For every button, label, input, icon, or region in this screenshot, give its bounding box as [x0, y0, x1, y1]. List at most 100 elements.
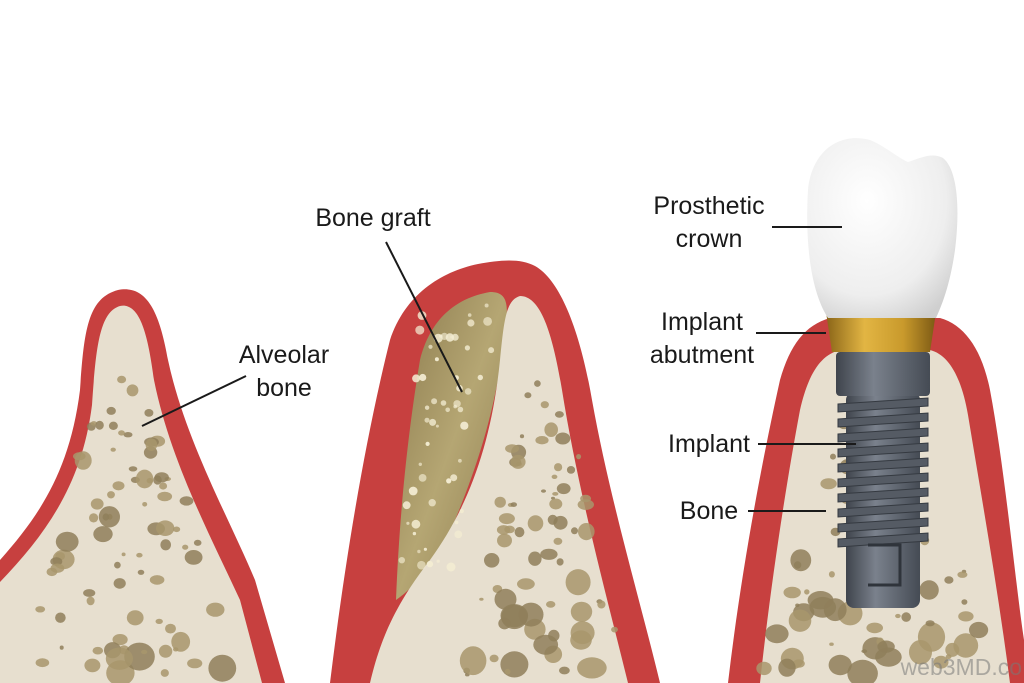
- bone-pore: [110, 447, 116, 452]
- bone-pore: [500, 651, 529, 678]
- bone-pore: [95, 420, 104, 430]
- bone-pore: [35, 658, 50, 668]
- bone-pore: [90, 498, 104, 510]
- graft-granule: [406, 521, 410, 525]
- bone-pore: [193, 539, 202, 546]
- bone-pore: [829, 642, 834, 646]
- label-line: abutment: [649, 341, 755, 369]
- bone-pore: [124, 642, 155, 671]
- bone-pore: [795, 603, 800, 608]
- bone-pore: [945, 654, 952, 660]
- bone-pore: [783, 586, 801, 599]
- bone-pore: [556, 558, 564, 566]
- bone-pore: [498, 513, 515, 525]
- graft-granule: [428, 499, 436, 507]
- graft-granule: [464, 345, 470, 351]
- bone-pore: [790, 549, 812, 572]
- bone-pore: [895, 613, 901, 619]
- bone-pore: [160, 669, 169, 677]
- bone-pore: [154, 472, 169, 483]
- bone-pore: [828, 571, 835, 578]
- graft-granule: [467, 313, 472, 317]
- leader-alveolar-bone: [141, 375, 247, 427]
- bone-pore: [792, 659, 805, 668]
- graft-granule: [431, 398, 438, 405]
- implant-thread: [837, 517, 929, 533]
- bone-pore: [555, 432, 571, 445]
- graft-granule: [424, 405, 430, 410]
- bone-pore: [160, 539, 171, 551]
- bone-pore: [828, 654, 852, 676]
- bone-pore: [517, 578, 535, 590]
- bone-tissue: [370, 296, 628, 683]
- bone-pore: [107, 491, 115, 499]
- graft-granule: [477, 374, 483, 381]
- bone-pore: [611, 626, 618, 633]
- bone-pore: [514, 527, 525, 538]
- bone-pore: [559, 666, 570, 675]
- bone-pore: [59, 645, 64, 650]
- bone-pore: [86, 596, 95, 606]
- implant-thread: [837, 397, 929, 413]
- label-line: Alveolar: [238, 341, 330, 369]
- bone-pore: [136, 552, 143, 558]
- bone-pore: [553, 537, 563, 545]
- bone-pore: [50, 563, 65, 573]
- prosthetic-crown: [807, 138, 958, 318]
- implant-apex-slot: [868, 543, 902, 587]
- bone-pore: [901, 612, 911, 622]
- graft-granule: [408, 486, 418, 496]
- bone-pore: [105, 647, 133, 670]
- implant-thread: [837, 427, 929, 443]
- bone-pore: [497, 533, 512, 548]
- bone-pore: [206, 602, 225, 617]
- bone-pore: [847, 659, 878, 683]
- bone-pore: [510, 454, 526, 469]
- bone-pore: [571, 527, 578, 535]
- graft-granule: [418, 474, 427, 482]
- bone-pore: [953, 633, 979, 658]
- bone-pore: [969, 621, 989, 639]
- graft-granule: [464, 388, 472, 395]
- graft-granule: [398, 557, 405, 564]
- label-bone: Bone: [668, 495, 750, 528]
- graft-granule: [434, 357, 439, 362]
- bone-pore: [83, 589, 96, 597]
- implant-collar: [836, 352, 930, 396]
- bone-pore: [489, 654, 499, 663]
- bone-pore: [540, 548, 558, 560]
- graft-granule: [415, 325, 425, 335]
- bone-pore: [524, 392, 532, 399]
- bone-pore: [184, 550, 203, 565]
- graft-granule: [402, 501, 411, 510]
- bone-pore: [98, 506, 120, 528]
- bone-pore: [126, 384, 139, 397]
- graft-granule: [484, 303, 489, 308]
- label-line: Prosthetic: [653, 192, 765, 220]
- implant-threads: [837, 397, 929, 548]
- bone-pore: [875, 647, 902, 667]
- graft-granule: [445, 333, 455, 342]
- bone-pore: [173, 526, 181, 533]
- bone-pore: [925, 620, 935, 627]
- bone-pore: [484, 553, 500, 568]
- bone-pore: [50, 557, 63, 566]
- bone-pore: [135, 469, 154, 489]
- graft-granule: [425, 441, 430, 446]
- bone-pore: [919, 580, 939, 600]
- grafted-ridge: [330, 260, 660, 683]
- graft-granule: [436, 559, 440, 563]
- implant-thread: [837, 412, 929, 428]
- bone-pore: [535, 436, 549, 445]
- bone-pore: [84, 658, 101, 673]
- bone-pore: [159, 482, 168, 490]
- graft-granule: [446, 562, 456, 572]
- bone-pore: [92, 646, 104, 655]
- bone-pores: [459, 380, 618, 679]
- bone-pore: [958, 611, 974, 622]
- bone-pore: [479, 597, 484, 601]
- graft-granule: [467, 319, 475, 327]
- bone-pore: [93, 526, 113, 543]
